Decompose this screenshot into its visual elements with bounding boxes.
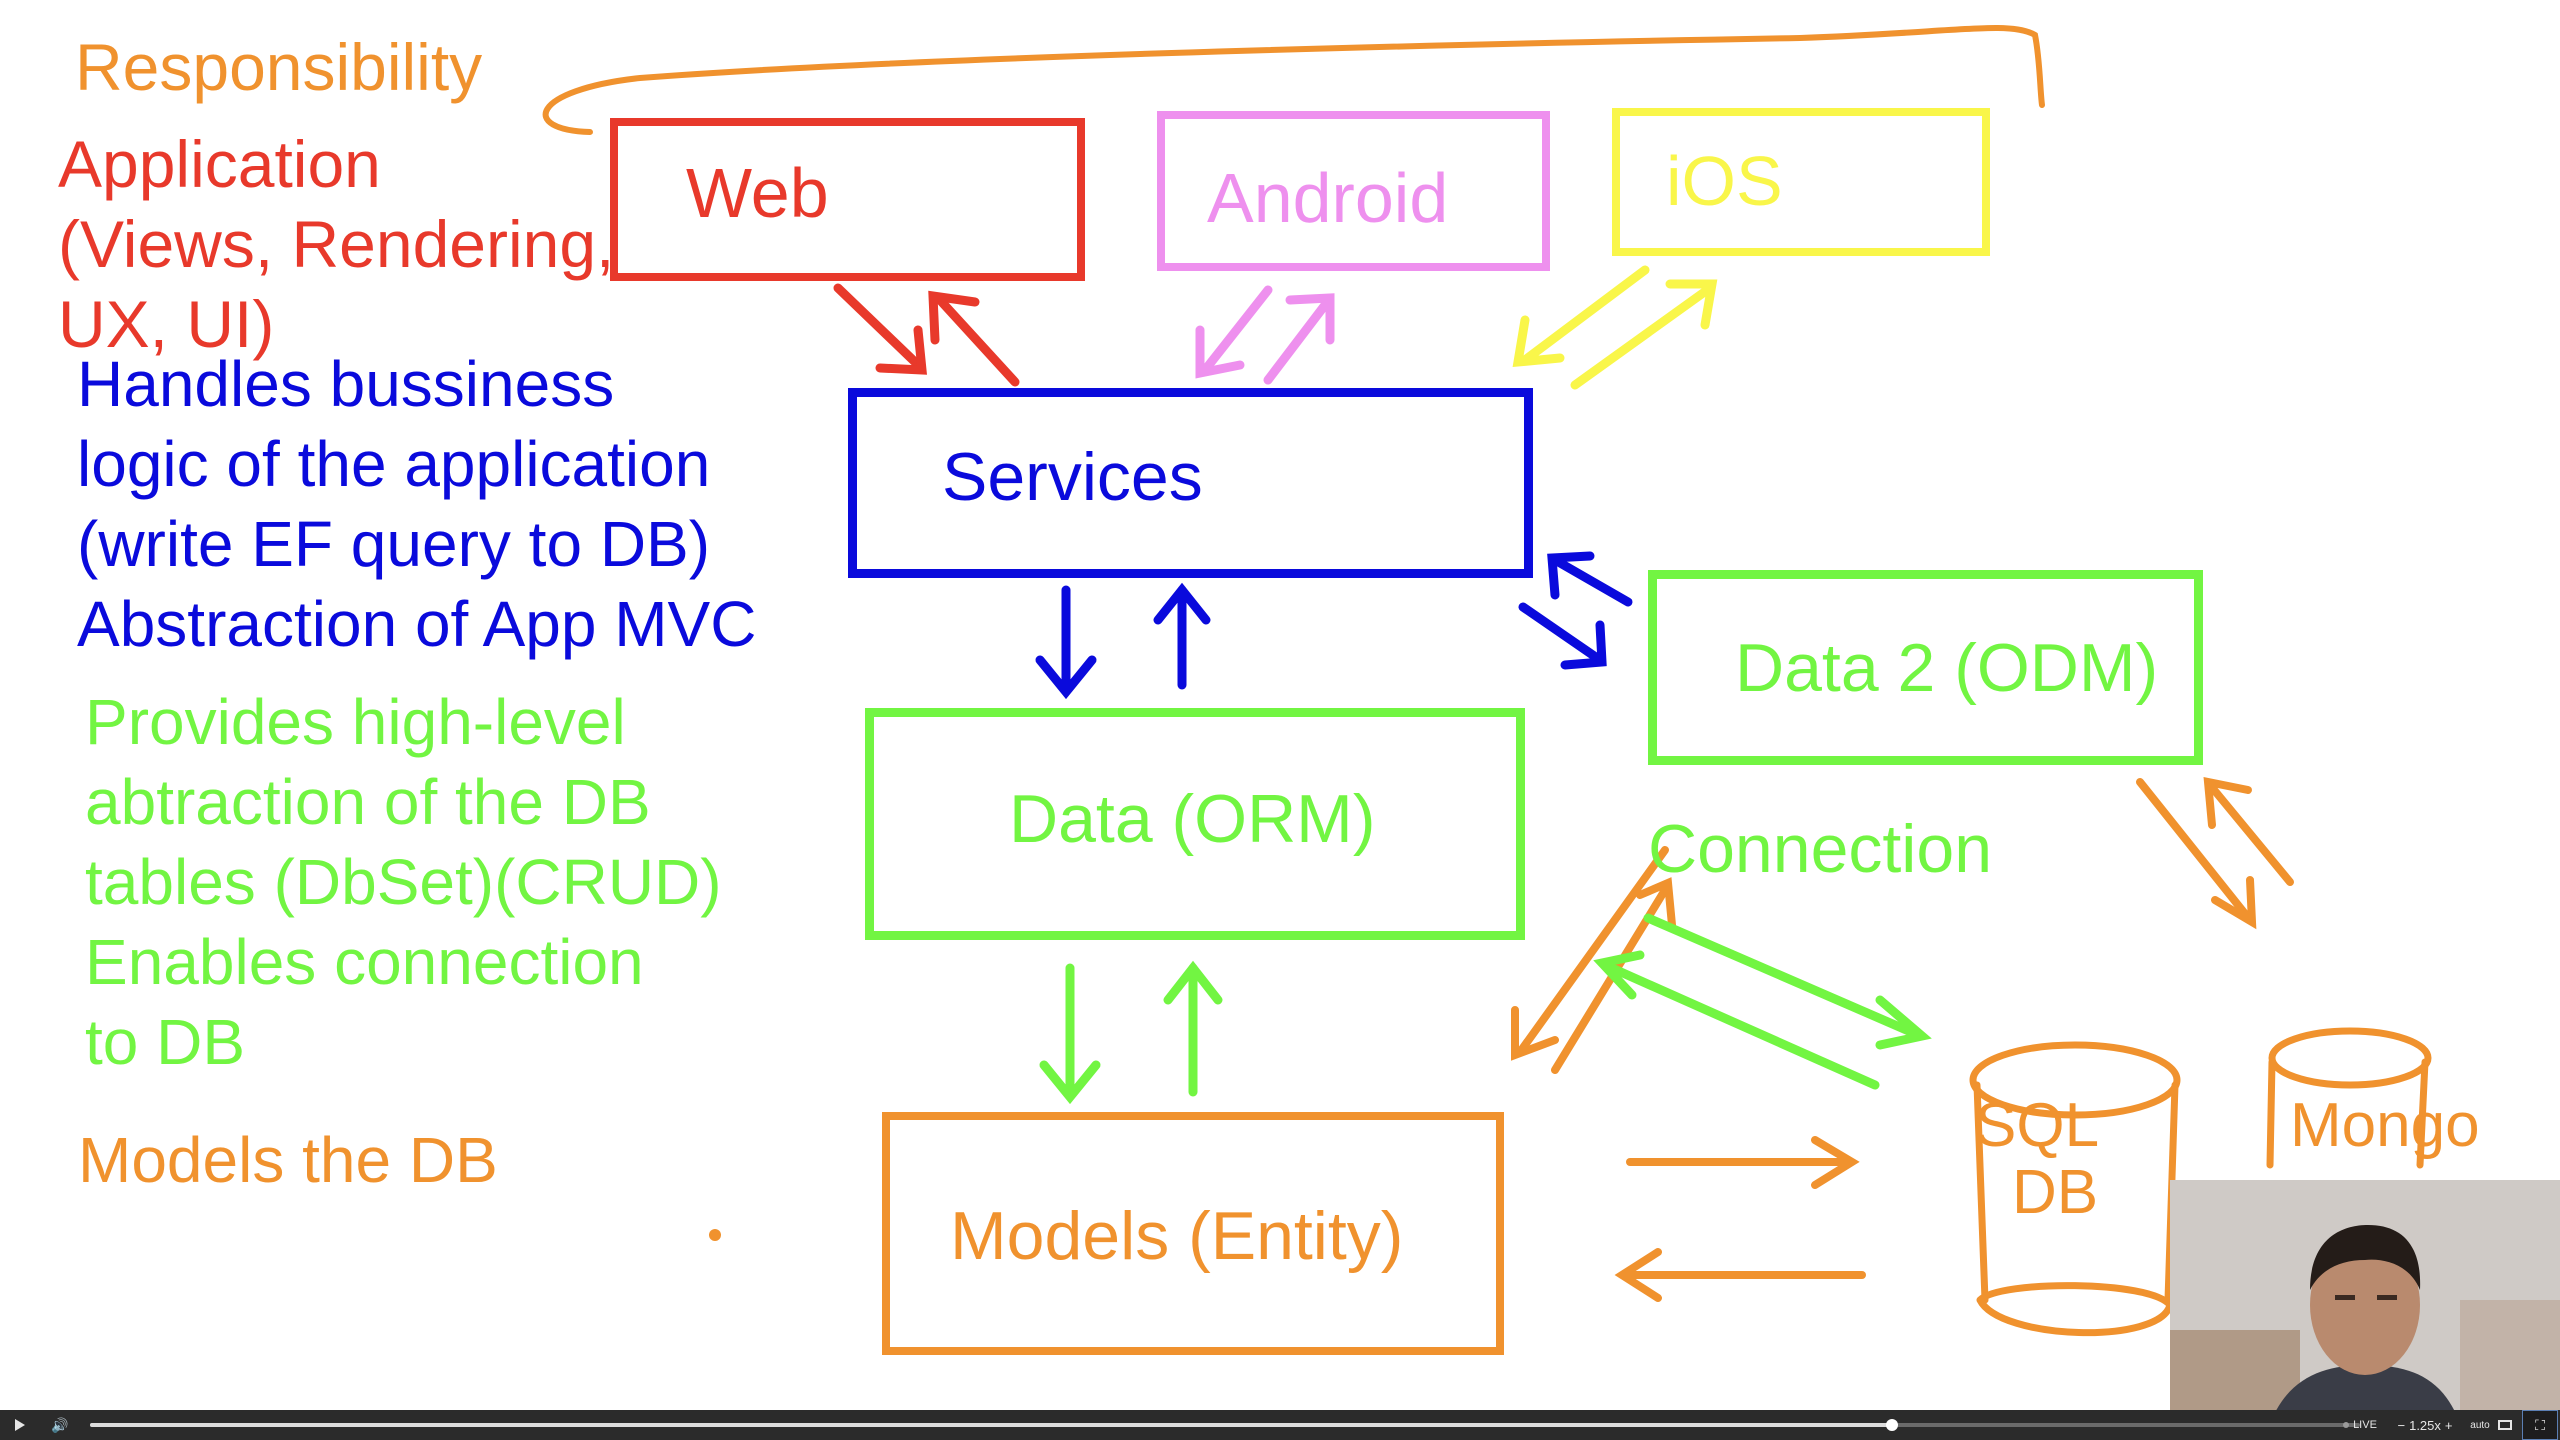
speed-control[interactable]: − 1.25x +: [2390, 1410, 2460, 1440]
web-box: Web: [610, 118, 1085, 281]
services-note-line: Handles bussiness: [77, 348, 615, 420]
models-label: Models (Entity): [950, 1198, 1404, 1274]
connection-green-arrows: [1593, 913, 1932, 1090]
speed-decrease-icon[interactable]: −: [2397, 1417, 2406, 1433]
services-note-line: (write EF query to DB): [77, 508, 711, 580]
fullscreen-icon: ⛶: [2535, 1416, 2545, 1433]
data-odm-box: Data 2 (ODM): [1648, 570, 2203, 765]
pip-button[interactable]: [2490, 1410, 2520, 1440]
fullscreen-button[interactable]: ⛶: [2522, 1410, 2558, 1440]
data-note: Provides high-level abtraction of the DB…: [85, 682, 722, 1082]
quality-button[interactable]: auto: [2465, 1410, 2495, 1440]
web-label: Web: [686, 154, 829, 232]
application-note-line: UX, UI): [58, 287, 275, 361]
webcam-overlay: [2170, 1180, 2560, 1440]
data-orm-label: Data (ORM): [1009, 781, 1376, 857]
responsibility-brace: [542, 25, 2045, 135]
whiteboard-canvas: Responsibility Application (Views, Rende…: [58, 25, 2480, 1355]
quality-label: auto: [2470, 1419, 2490, 1431]
services-note: Handles bussiness logic of the applicati…: [77, 344, 756, 664]
progress-knob[interactable]: [1886, 1419, 1899, 1431]
responsibility-heading: Responsibility: [75, 30, 483, 104]
android-services-arrows: [1195, 285, 1335, 385]
data-note-line: to DB: [85, 1006, 246, 1078]
mongo-cylinder: [2266, 1027, 2432, 1169]
data-note-line: Enables connection: [85, 926, 644, 998]
models-note: Models the DB: [78, 1124, 498, 1196]
data-note-line: Provides high-level: [85, 686, 626, 758]
ios-services-arrows: [1512, 265, 1718, 390]
android-box: Android: [1157, 111, 1550, 271]
ios-label: iOS: [1666, 142, 1783, 220]
data2-mongo-arrows: [2136, 777, 2294, 930]
connection-label: Connection: [1648, 811, 1993, 887]
services-box: Services: [848, 388, 1533, 578]
services-label: Services: [942, 439, 1203, 515]
video-player-bar: 🔊 LIVE − 1.25x + auto ⛶: [0, 1410, 2560, 1440]
web-services-arrows: [833, 283, 1020, 387]
progress-fill: [90, 1423, 1893, 1427]
application-note-line: Application: [58, 127, 381, 201]
models-sql-arrows: [1614, 1136, 1866, 1302]
services-data-arrows: [1035, 582, 1211, 700]
data-orm-box: Data (ORM): [865, 708, 1525, 940]
live-indicator[interactable]: LIVE: [2335, 1410, 2385, 1440]
data-note-line: tables (DbSet)(CRUD): [85, 846, 722, 918]
data-models-arrows: [1039, 960, 1223, 1105]
models-box: Models (Entity): [882, 1112, 1504, 1355]
ios-box: iOS: [1612, 108, 1990, 256]
stray-dot: [709, 1229, 721, 1241]
data-note-line: abtraction of the DB: [85, 766, 651, 838]
live-label: LIVE: [2353, 1419, 2377, 1431]
android-label: Android: [1207, 159, 1449, 237]
presenter-video: [2170, 1180, 2560, 1440]
mongo-label: Mongo: [2290, 1091, 2480, 1160]
sql-label: SQL: [1975, 1091, 2100, 1160]
speed-label: 1.25x: [2409, 1417, 2441, 1433]
application-note-line: (Views, Rendering,: [58, 207, 615, 281]
services-note-line: Abstraction of App MVC: [77, 588, 757, 660]
services-data2-arrows: [1518, 551, 1633, 670]
application-note: Application (Views, Rendering, UX, UI): [58, 124, 614, 364]
services-note-line: logic of the application: [77, 428, 711, 500]
speed-increase-icon[interactable]: +: [2444, 1417, 2453, 1433]
progress-bar[interactable]: [90, 1419, 2360, 1431]
volume-icon: 🔊: [51, 1416, 69, 1433]
db-label: DB: [2012, 1158, 2099, 1227]
volume-button[interactable]: 🔊: [46, 1410, 74, 1440]
play-icon: [15, 1419, 25, 1431]
play-button[interactable]: [6, 1410, 34, 1440]
pip-icon: [2498, 1420, 2512, 1430]
live-dot-icon: [2343, 1422, 2350, 1428]
data-odm-label: Data 2 (ODM): [1735, 630, 2159, 706]
